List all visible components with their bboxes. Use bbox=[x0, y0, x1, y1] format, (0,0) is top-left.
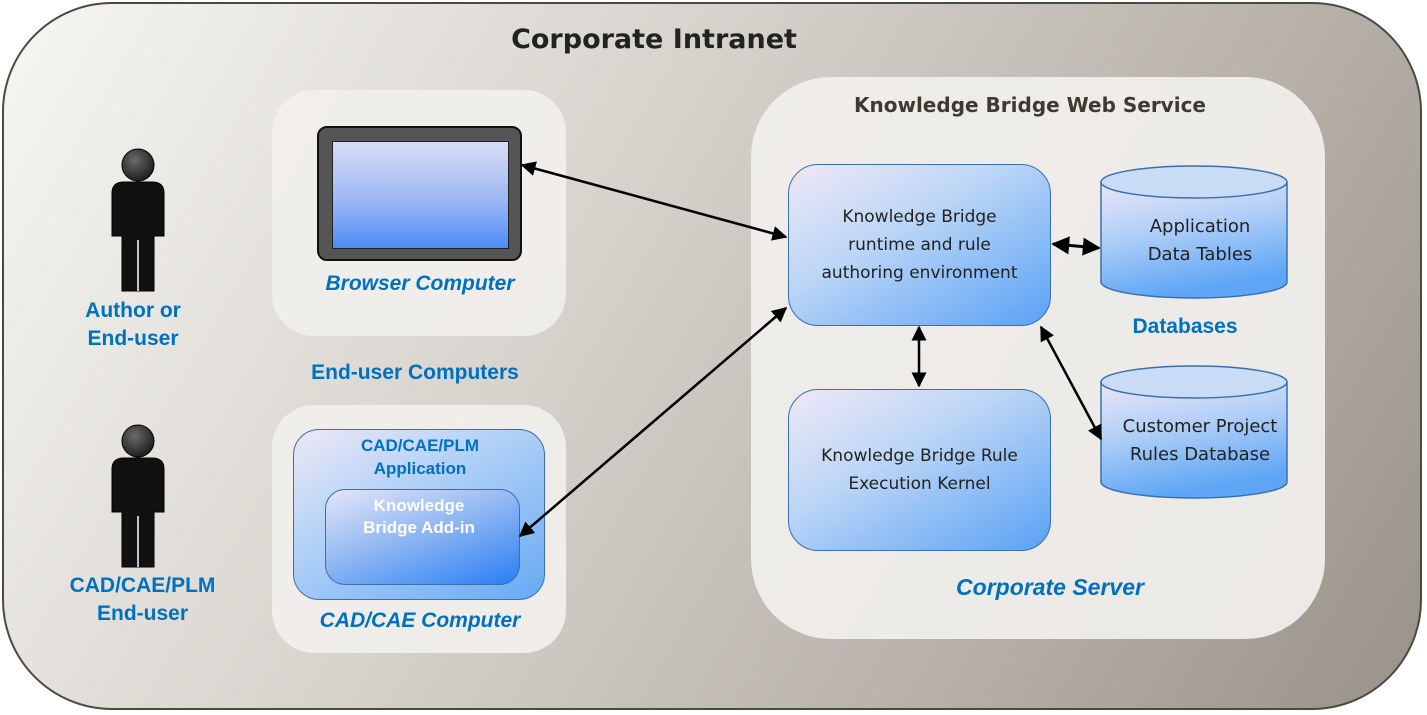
application-data-tables-label: Application Data Tables bbox=[1147, 216, 1253, 265]
browser-screen bbox=[332, 141, 509, 249]
runtime-appdata-arrow bbox=[1051, 236, 1101, 256]
cad-application-label: CAD/CAE/PLM Application bbox=[360, 436, 480, 478]
author-actor-label: Author or End-user bbox=[85, 299, 181, 350]
end-user-computers-label: End-user Computers bbox=[311, 361, 519, 384]
corporate-server-label: Corporate Server bbox=[956, 574, 1144, 600]
cad-user-person-icon bbox=[111, 424, 165, 568]
browser-computer-label: Browser Computer bbox=[325, 272, 515, 295]
cad-user-actor-label: CAD/CAE/PLM End-user bbox=[69, 574, 216, 625]
customer-rules-database-label: Customer Project Rules Database bbox=[1122, 416, 1278, 465]
rule-execution-kernel-box: Knowledge Bridge Rule Execution Kernel bbox=[788, 389, 1051, 551]
knowledge-bridge-addin-label: Knowledge Bridge Add-in bbox=[363, 496, 475, 537]
customer-rules-database-icon bbox=[1100, 365, 1288, 499]
intranet-title: Corporate Intranet bbox=[511, 24, 797, 55]
application-data-tables-database-icon bbox=[1100, 165, 1288, 299]
addin-runtime-arrow bbox=[518, 307, 788, 537]
author-person-icon bbox=[111, 148, 165, 292]
browser-runtime-arrow bbox=[520, 161, 788, 241]
runtime-authoring-box: Knowledge Bridge runtime and rule author… bbox=[788, 164, 1051, 326]
cad-computer-label: CAD/CAE Computer bbox=[319, 609, 521, 632]
databases-label: Databases bbox=[1132, 315, 1238, 338]
web-service-title: Knowledge Bridge Web Service bbox=[854, 93, 1206, 117]
knowledge-bridge-addin-box bbox=[325, 489, 520, 585]
runtime-rules-db-arrow bbox=[1039, 325, 1103, 441]
